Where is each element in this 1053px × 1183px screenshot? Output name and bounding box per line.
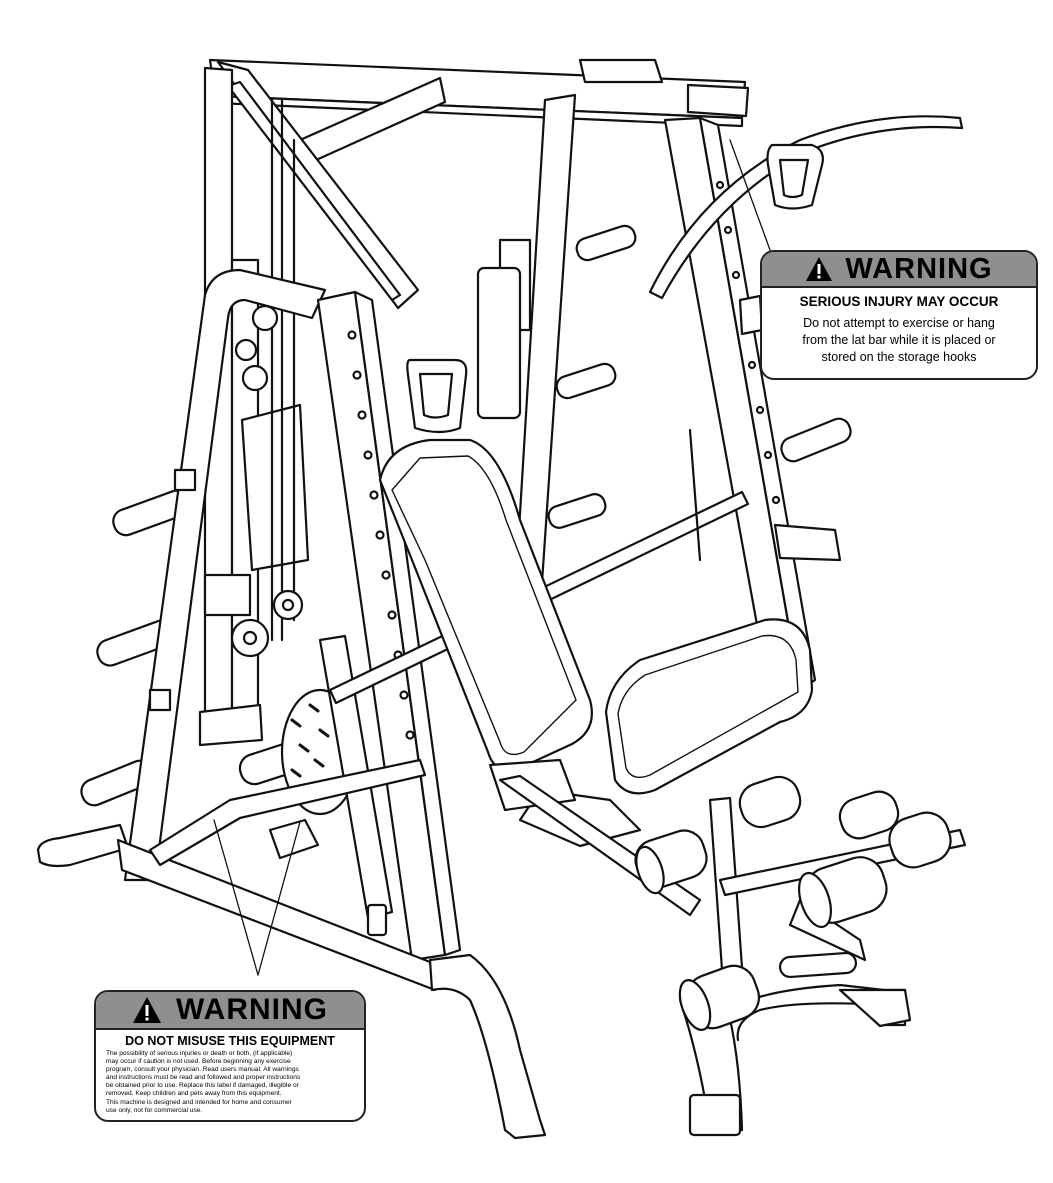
base-frame [36,758,547,1140]
rear-right-upright [663,116,842,698]
warning-header: WARNING [96,992,364,1030]
warning-line: stored on the storage hooks [821,350,977,364]
warning-line: This machine is designed and intended fo… [106,1098,292,1106]
warning-line: program, consult your physician. Read us… [106,1066,299,1074]
warning-heading: WARNING [845,252,993,285]
label-leader-lines [213,139,771,976]
warning-line: and instructions must be read and follow… [106,1074,301,1082]
warning-triangle-icon [132,996,162,1024]
foam-rollers [634,775,952,1031]
bench [378,438,814,848]
warning-line: removed. Keep children and pets away fro… [106,1090,282,1098]
lat-bar-warning-label: WARNING SERIOUS INJURY MAY OCCUR Do not … [760,250,1038,380]
lat-bar [648,115,964,300]
weight-stack-tower [198,66,310,747]
warning-triangle-icon [805,256,833,282]
warning-body: The possibility of serious injuries or d… [106,1050,356,1115]
cable-handles [406,143,824,434]
warning-body: Do not attempt to exercise or hang from … [770,315,1028,366]
warning-line: be obtained prior to use. Replace this l… [106,1082,299,1090]
warning-line: The possibility of serious injuries or d… [106,1050,293,1057]
warning-line: Do not attempt to exercise or hang [803,316,995,330]
front-left-frame [123,268,327,882]
misuse-warning-label: WARNING DO NOT MISUSE THIS EQUIPMENT The… [94,990,366,1122]
top-frame [208,58,750,167]
warning-heading: WARNING [176,993,328,1026]
warning-subheading: DO NOT MISUSE THIS EQUIPMENT [125,1034,335,1048]
warning-line: use only, not for commercial use. [106,1106,203,1114]
warning-subheading: SERIOUS INJURY MAY OCCUR [799,294,999,309]
warning-line: may occur if caution is not used. Before… [106,1058,291,1066]
warning-line: from the lat bar while it is placed or [802,333,996,347]
warning-header: WARNING [762,252,1036,288]
front-main-upright [316,290,462,962]
